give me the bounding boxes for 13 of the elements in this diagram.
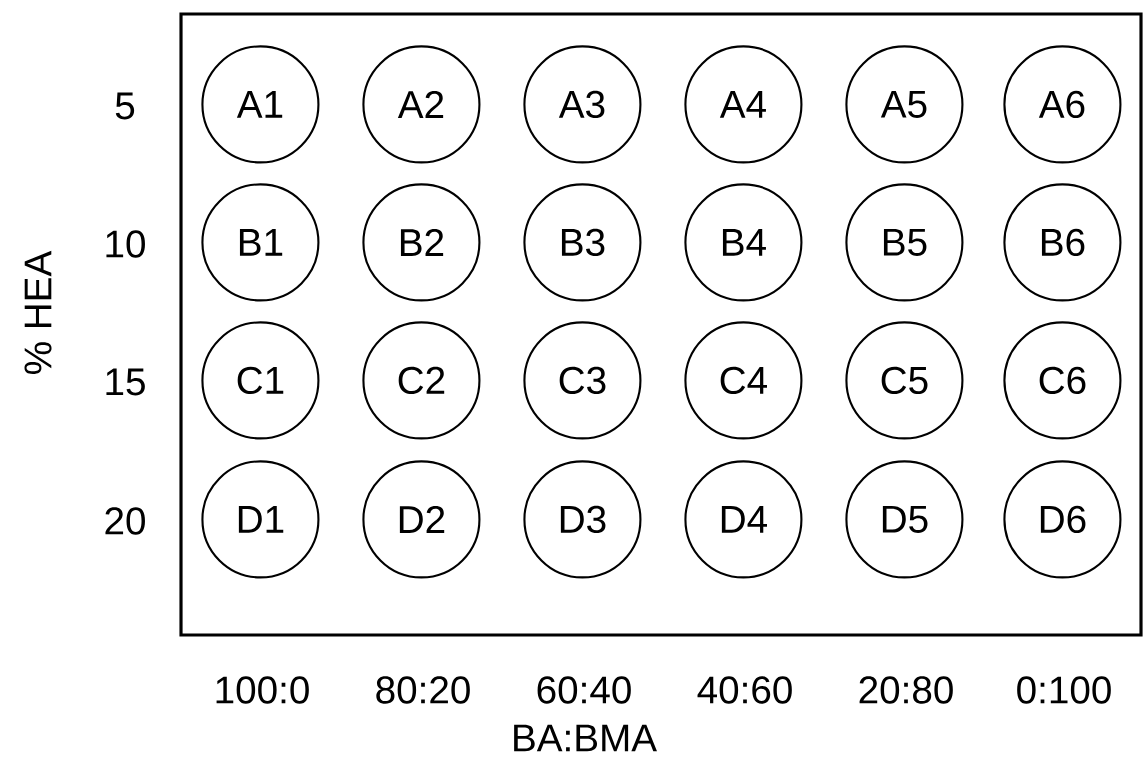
column-value: 0:100 — [1017, 676, 1111, 704]
plate-outline — [179, 12, 1143, 637]
column-value: 40:60 — [697, 676, 792, 704]
axis-title: BA:BMA — [514, 724, 657, 752]
row-value: 5 — [115, 92, 135, 120]
column-value: 60:40 — [537, 676, 631, 704]
row-value: 20 — [105, 507, 145, 535]
row-value: 10 — [106, 230, 145, 258]
column-value: 100:0 — [216, 676, 309, 704]
row-value: 15 — [106, 368, 145, 396]
axis-title: % HEA — [24, 250, 52, 374]
column-value: 20:80 — [859, 676, 953, 704]
column-value: 80:20 — [376, 676, 470, 704]
